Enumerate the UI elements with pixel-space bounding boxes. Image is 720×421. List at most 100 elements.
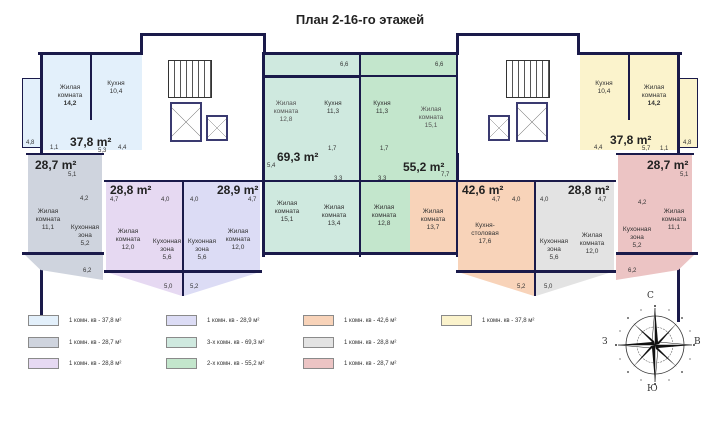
apartment-area-label: 42,6 m²	[462, 183, 504, 197]
wall	[90, 55, 92, 120]
room-label: Кухня	[324, 100, 342, 107]
wall	[616, 153, 694, 155]
room-label: Жилая комната	[35, 208, 61, 223]
room-label: Кухонная зона	[622, 226, 652, 241]
room-area-small: 4,0	[540, 197, 549, 203]
apartment-area-label: 28,9 m²	[217, 183, 259, 197]
room-area-small: 5,3	[98, 148, 107, 154]
room-area-small: 4,0	[190, 197, 199, 203]
apartment-37-8-left[interactable]	[42, 55, 142, 150]
room-area-small: 4,4	[118, 145, 127, 151]
room-area-small: 3,3	[378, 176, 387, 182]
room-label: Жилая комната	[274, 200, 300, 215]
room-area-small: 3,3	[334, 176, 343, 182]
wall	[534, 180, 536, 296]
room-label: Кухонная зона	[187, 238, 217, 253]
staircase	[506, 60, 550, 98]
apartment-28-9[interactable]	[184, 182, 260, 272]
legend-label: 1 комн. кв - 37,8 м²	[482, 317, 535, 324]
apartment-42-6[interactable]	[458, 182, 534, 272]
apartment-28-7-right[interactable]	[618, 182, 692, 252]
room-area-small: 1,1	[50, 145, 59, 151]
wall	[262, 252, 458, 255]
room-area: 5,2	[80, 240, 90, 247]
legend-label: 1 комн. кв - 28,8 м²	[344, 339, 397, 346]
legend-label: 2-х комн. кв - 55,2 м²	[207, 360, 265, 367]
room-area: 12,0	[231, 244, 245, 251]
wall	[456, 180, 616, 182]
wall	[140, 33, 143, 55]
legend: 1 комн. кв - 37,8 м² 1 комн. кв - 28,7 м…	[0, 305, 560, 375]
balcony-area: 6,2	[83, 268, 92, 274]
apartment-69-3[interactable]	[264, 77, 360, 252]
elevator-large	[170, 102, 202, 142]
apartment-28-7-right-hall[interactable]	[618, 155, 692, 182]
room-label: Кухня	[107, 80, 125, 87]
balcony-area: 5,0	[544, 284, 553, 290]
room-label: Жилая комната	[57, 84, 83, 99]
legend-item: 1 комн. кв - 28,7 м²	[303, 358, 396, 369]
apartment-area-label: 37,8 m²	[70, 135, 112, 149]
wall	[628, 55, 630, 120]
wall	[182, 180, 184, 296]
room-area-small: 5,4	[267, 163, 276, 169]
legend-swatch	[166, 337, 197, 348]
room-label: Кухня	[373, 100, 391, 107]
room-label: Жилая комната	[420, 208, 446, 223]
compass-east: В	[694, 337, 701, 347]
legend-label: 1 комн. кв - 37,8 м²	[69, 317, 122, 324]
room-area: 11,1	[667, 224, 681, 231]
elevator-large	[516, 102, 548, 142]
room-area-small: 4,2	[638, 200, 647, 206]
room-area: 12,0	[121, 244, 135, 251]
room-area: 10,4	[597, 88, 611, 95]
room-area: 12,8	[279, 116, 293, 123]
room-label: Жилая комната	[579, 232, 605, 247]
apartment-area-label: 28,8 m²	[110, 183, 152, 197]
apartment-28-8-right[interactable]	[536, 182, 614, 272]
wall	[359, 52, 361, 257]
balcony-area: 4,8	[683, 140, 692, 146]
room-area: 14,2	[63, 100, 77, 107]
wall	[140, 33, 266, 36]
legend-label: 1 комн. кв - 28,7 м²	[344, 360, 397, 367]
apartment-28-7-left[interactable]	[28, 182, 102, 252]
legend-label: 1 комн. кв - 28,8 м²	[69, 360, 122, 367]
elevator-small	[488, 115, 510, 141]
legend-item: 1 комн. кв - 42,6 м²	[303, 315, 396, 326]
room-area: 5,2	[632, 242, 642, 249]
room-area-small: 1,7	[380, 146, 389, 152]
compass-north: С	[647, 291, 654, 301]
apartment-area-label: 28,7 m²	[35, 158, 77, 172]
legend-swatch	[28, 337, 59, 348]
room-label: Кухня- столовая	[471, 222, 499, 237]
room-area: 11,3	[375, 108, 389, 115]
elevator-small	[206, 115, 228, 141]
apartment-area-label: 28,7 m²	[647, 158, 689, 172]
room-area: 10,4	[109, 88, 123, 95]
corridor	[104, 153, 616, 180]
room-label: Жилая комната	[273, 100, 299, 115]
wall	[262, 52, 265, 257]
apartment-42-6-room[interactable]	[410, 182, 456, 252]
room-label: Жилая комната	[225, 228, 251, 243]
legend-swatch	[28, 315, 59, 326]
room-area: 13,7	[426, 224, 440, 231]
balcony-area: 6,6	[435, 62, 444, 68]
legend-label: 1 комн. кв - 42,6 м²	[344, 317, 397, 324]
room-area: 5,6	[197, 254, 207, 261]
room-label: Жилая комната	[418, 106, 444, 121]
legend-swatch	[166, 358, 197, 369]
apartment-area-label: 37,8 m²	[610, 133, 652, 147]
room-area: 14,2	[647, 100, 661, 107]
wall	[456, 52, 459, 257]
room-label: Кухня	[595, 80, 613, 87]
apartment-28-8-left[interactable]	[106, 182, 182, 272]
apartment-28-7-left-hall[interactable]	[28, 155, 102, 182]
legend-swatch	[303, 315, 334, 326]
balcony-55-2	[361, 55, 457, 75]
legend-label: 3-х комн. кв - 69,3 м²	[207, 339, 265, 346]
legend-label: 1 комн. кв - 28,7 м²	[69, 339, 122, 346]
room-area: 12,0	[585, 248, 599, 255]
legend-item: 1 комн. кв - 37,8 м²	[28, 315, 121, 326]
